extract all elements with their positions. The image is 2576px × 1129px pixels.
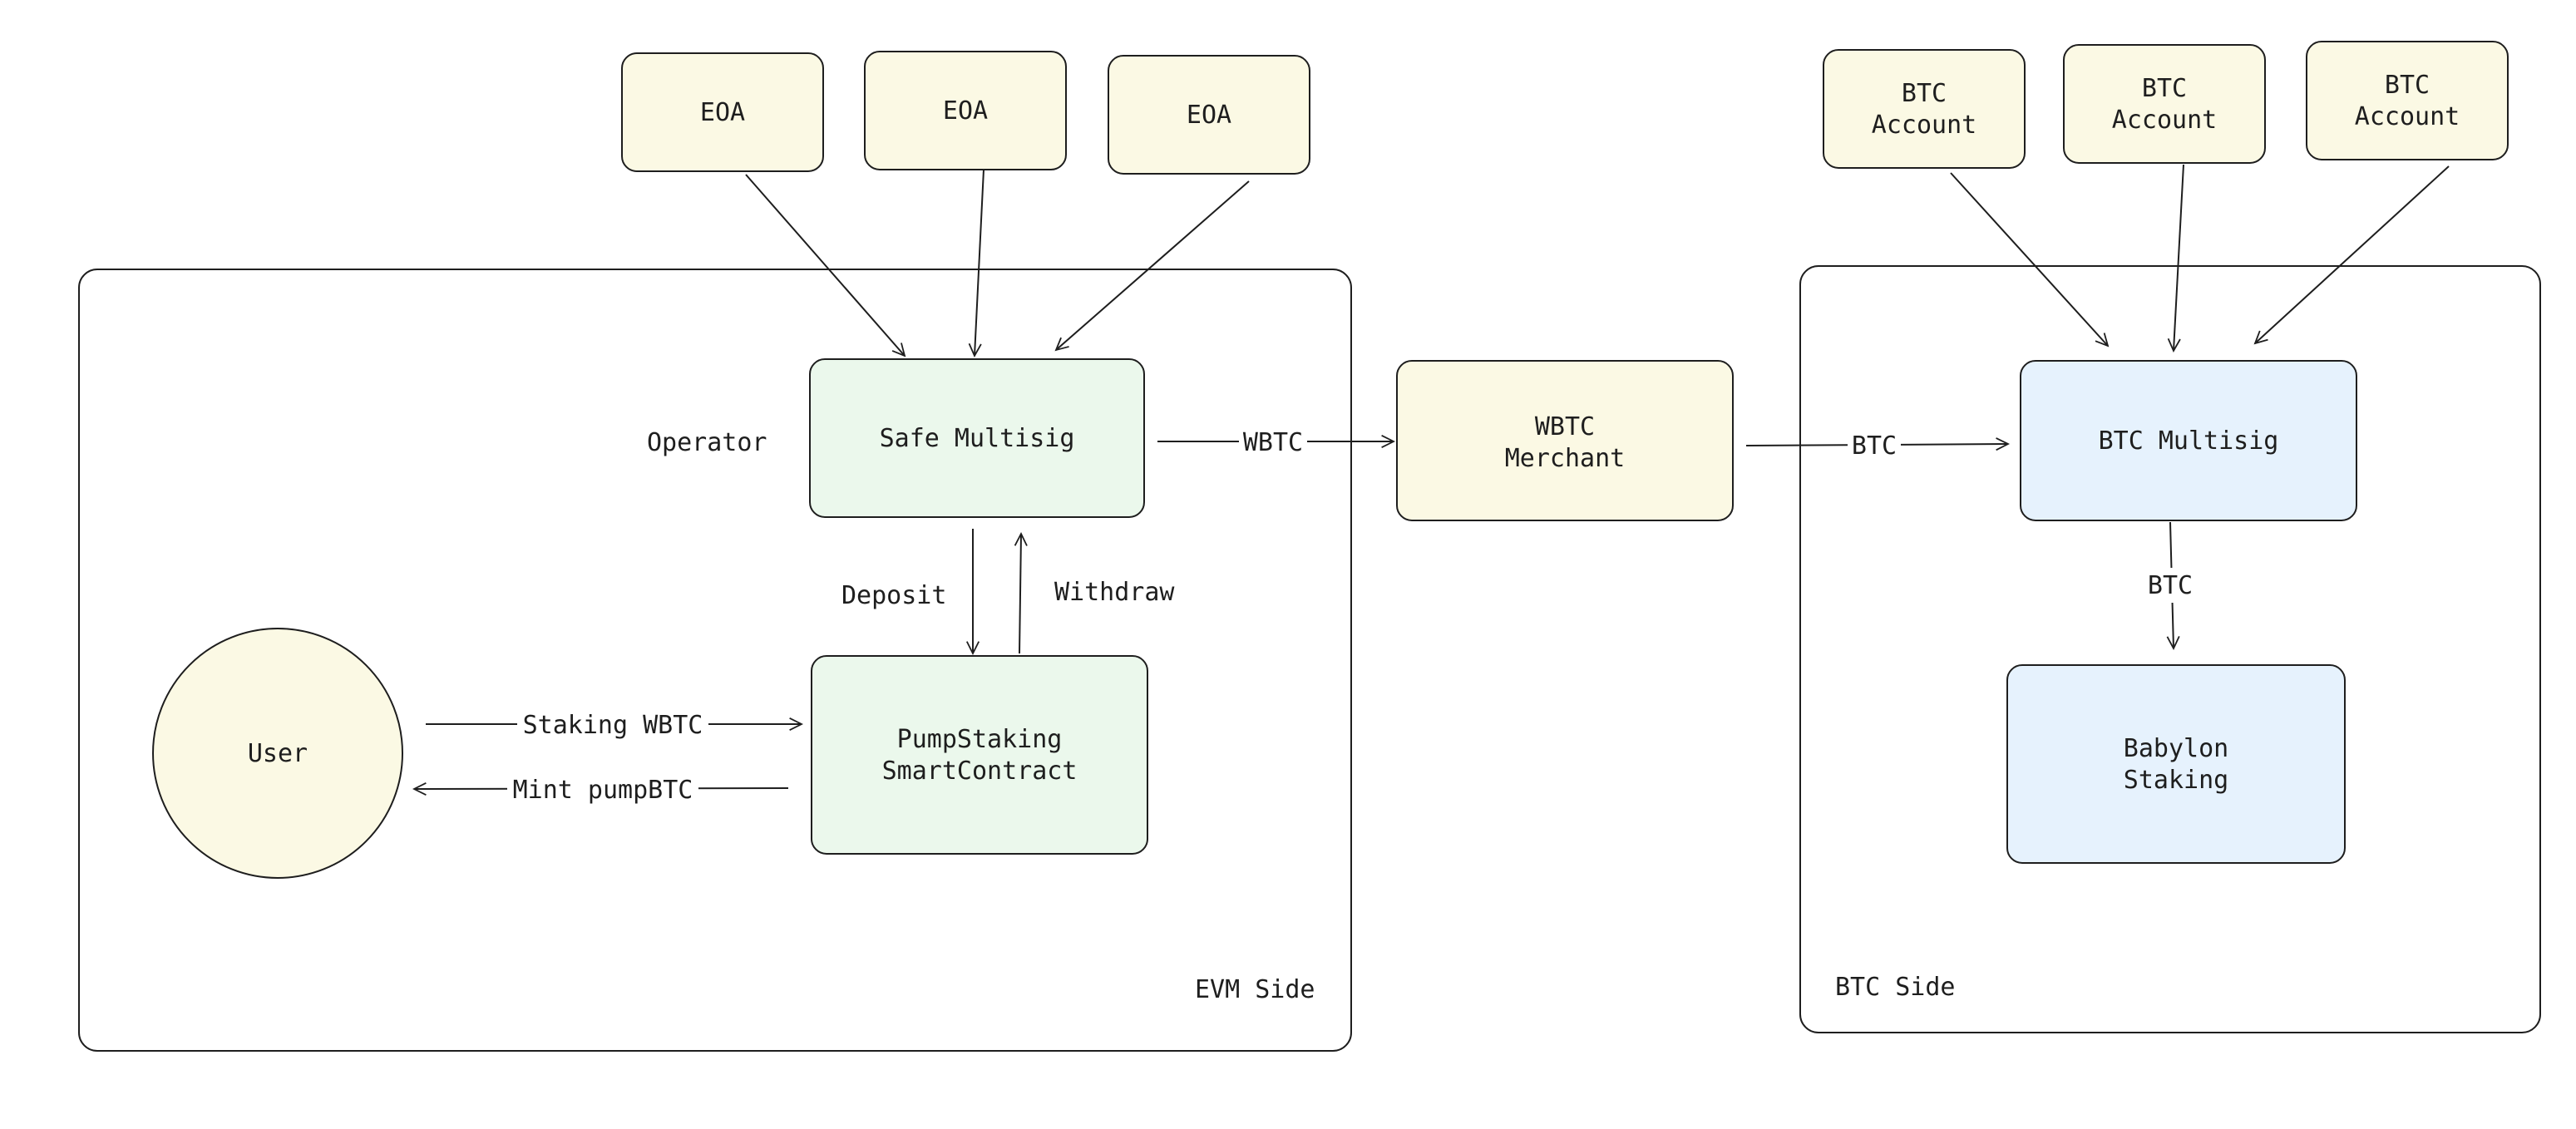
edge-eoa2-to-safe-multisig — [975, 169, 985, 356]
node-label-line: BTC Multisig — [2099, 426, 2279, 456]
node-eoa-2: EOA — [864, 51, 1067, 170]
node-label-line: Account — [2112, 106, 2217, 135]
node-btc-multisig-box — [2020, 360, 2357, 521]
edge-btc-account1-to-btc-multisig — [1950, 172, 2108, 346]
node-pumpstaking-box — [811, 655, 1148, 855]
region-evm-border — [78, 269, 1352, 1052]
region-evm-side: EVM Side — [78, 269, 1352, 1052]
node-label-line: Merchant — [1505, 444, 1626, 473]
node-safe-multisig-box — [809, 358, 1145, 518]
edge-label-wbtc: WBTC — [1243, 428, 1303, 457]
operator-label: Operator — [647, 428, 767, 457]
node-btc-account-1-label: BTC Account — [1872, 79, 1976, 140]
node-eoa-2-box — [864, 51, 1067, 170]
node-safe-multisig-label: Safe Multisig — [880, 424, 1075, 453]
region-btc-label: BTC Side — [1835, 973, 1956, 1002]
node-eoa-1: EOA — [621, 52, 824, 172]
node-eoa-1-label: EOA — [700, 98, 745, 127]
node-babylon-staking-box — [2006, 664, 2346, 864]
region-btc-side: BTC Side — [1799, 265, 2541, 1033]
edge-eoa1-to-safe-multisig — [745, 174, 905, 356]
node-label-line: WBTC — [1535, 412, 1595, 441]
region-evm-label: EVM Side — [1195, 975, 1315, 1004]
node-label-line: EOA — [700, 98, 745, 127]
node-btc-account-2-label: BTC Account — [2112, 74, 2217, 135]
node-btc-account-2-box — [2063, 44, 2266, 164]
edge-label-bg — [517, 707, 708, 742]
node-user: User — [152, 628, 403, 879]
node-label-line: Safe Multisig — [880, 424, 1075, 453]
edge-label-btc-babylon: BTC — [2148, 571, 2193, 600]
node-btc-account-1-box — [1823, 49, 2026, 169]
node-label-line: PumpStaking — [897, 725, 1063, 754]
edge-label-btc-merchant: BTC — [1852, 431, 1897, 461]
node-eoa-3-box — [1108, 55, 1310, 175]
region-btc-border — [1799, 265, 2541, 1033]
node-wbtc-merchant-box — [1396, 360, 1734, 521]
edge-label-bg — [1848, 427, 1901, 462]
node-label-line: EOA — [943, 96, 988, 126]
edge-label-deposit: Deposit — [841, 581, 946, 610]
node-label-line: User — [248, 739, 308, 768]
node-btc-multisig: BTC Multisig — [2020, 360, 2357, 521]
node-label-line: Staking — [2124, 766, 2228, 795]
node-label-line: BTC — [2142, 74, 2187, 103]
node-label-line: SmartContract — [882, 757, 1078, 786]
node-eoa-3: EOA — [1108, 55, 1310, 175]
node-label-line: Account — [1872, 111, 1976, 140]
edge-label-bg — [1239, 424, 1307, 459]
node-safe-multisig: Safe Multisig — [809, 358, 1145, 518]
node-label-line: Account — [2355, 102, 2460, 131]
node-eoa-2-label: EOA — [943, 96, 988, 126]
edge-btc-account3-to-btc-multisig — [2255, 165, 2450, 343]
node-label-line: EOA — [1187, 101, 1231, 130]
node-eoa-3-label: EOA — [1187, 101, 1231, 130]
node-btc-multisig-label: BTC Multisig — [2099, 426, 2279, 456]
edge-eoa3-to-safe-multisig — [1056, 180, 1250, 350]
node-label-line: Babylon — [2124, 734, 2228, 763]
node-btc-account-2: BTC Account — [2063, 44, 2266, 164]
edges-layer — [414, 164, 2450, 789]
edge-label-withdraw: Withdraw — [1054, 578, 1175, 607]
edge-label-staking-wbtc: Staking WBTC — [523, 711, 703, 740]
node-user-circle — [152, 628, 403, 879]
node-user-label: User — [248, 739, 308, 768]
edge-pumpstaking-to-safe-multisig — [1019, 534, 1021, 654]
node-wbtc-merchant: WBTC Merchant — [1396, 360, 1734, 521]
edge-label-bg — [507, 772, 698, 806]
edge-label-mint-pumpbtc: Mint pumpBTC — [513, 776, 693, 805]
edge-btc-account2-to-btc-multisig — [2174, 164, 2184, 351]
node-label-line: BTC — [2385, 71, 2430, 100]
node-label-line: BTC — [1902, 79, 1947, 108]
node-btc-account-1: BTC Account — [1823, 49, 2026, 169]
edge-labels-layer: WBTC BTC Deposit Withdraw Staking WBTC M… — [507, 424, 2197, 806]
node-eoa-1-box — [621, 52, 824, 172]
edge-label-bg — [2144, 568, 2197, 603]
node-wbtc-merchant-label: WBTC Merchant — [1505, 412, 1626, 473]
node-btc-account-3-box — [2306, 41, 2509, 160]
